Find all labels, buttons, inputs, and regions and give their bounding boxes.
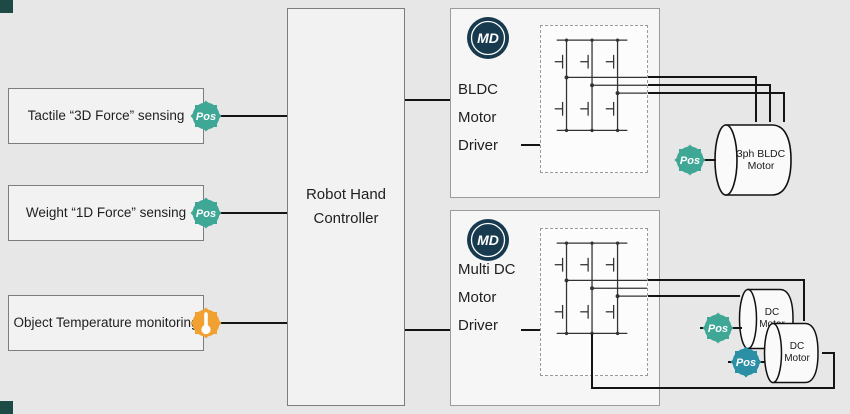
temperature-badge: [188, 305, 224, 341]
sensor-box-temperature: Object Temperature monitoring: [8, 295, 204, 351]
sensor-label: Tactile “3D Force” sensing: [27, 107, 185, 123]
pos-badge: Pos: [700, 310, 736, 346]
pos-badge-label: Pos: [196, 111, 216, 123]
sensor-label: Object Temperature monitoring: [13, 314, 199, 330]
corner-accent: [0, 401, 13, 414]
md-logo-icon: MD: [466, 218, 510, 262]
pos-badge: Pos: [188, 195, 224, 231]
pos-badge-label: Pos: [196, 208, 216, 220]
bldc-motor: 3ph BLDC Motor: [710, 122, 794, 198]
pos-badge-dark: Pos: [728, 344, 764, 380]
pos-badge-label: Pos: [736, 357, 756, 369]
gear-icon: [674, 144, 706, 176]
multi-dc-driver-label: Multi DC Motor Driver: [458, 261, 516, 334]
mosfet-bridge-icon: [554, 38, 647, 133]
md-logo-text: MD: [477, 30, 499, 46]
mosfet-bridge-icon: [554, 241, 647, 336]
corner-accent: [0, 0, 13, 13]
controller-label: Robot Hand Controller: [305, 186, 387, 227]
md-logo-icon: MD: [466, 16, 510, 60]
dc-motor-2: DC Motor: [761, 321, 821, 385]
motor-label: 3ph BLDC Motor: [736, 147, 786, 172]
pos-badge: Pos: [672, 142, 708, 178]
bldc-driver-label: BLDC Motor Driver: [458, 81, 499, 154]
pos-badge-label: Pos: [680, 155, 700, 167]
sensor-box-weight: Weight “1D Force” sensing: [8, 185, 204, 241]
md-logo-text: MD: [477, 232, 499, 248]
sensor-box-tactile: Tactile “3D Force” sensing: [8, 88, 204, 144]
dc-bridge-schematic: [540, 228, 648, 376]
pos-badge-label: Pos: [708, 323, 728, 335]
sensor-label: Weight “1D Force” sensing: [25, 204, 187, 220]
motor-label: DC Motor: [784, 341, 810, 364]
pos-badge: Pos: [188, 98, 224, 134]
bldc-bridge-schematic: [540, 25, 648, 173]
robot-hand-controller-box: Robot Hand Controller: [287, 8, 405, 406]
